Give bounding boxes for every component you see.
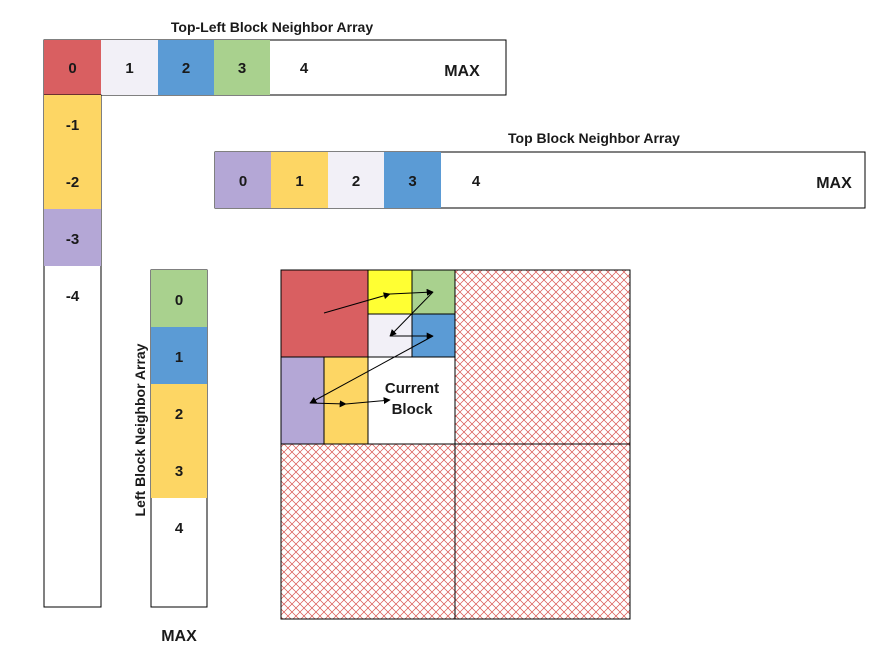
top-left-array-cell-2 [158, 40, 214, 95]
left-array-cell-label-3: 3 [175, 463, 183, 480]
left-array-cell-label-2: 2 [175, 406, 183, 423]
top-left-column-cell-2 [44, 209, 101, 266]
top-left-column-cell-label-2: -3 [66, 231, 79, 248]
top-left-column-cell-1 [44, 152, 101, 209]
left-array-title: Left Block Neighbor Array [132, 343, 148, 516]
top-array-max-label: MAX [816, 175, 852, 192]
left-array-cell-0 [151, 270, 207, 327]
top-left-array-title: Top-Left Block Neighbor Array [171, 19, 373, 35]
left-array-cell-label-0: 0 [175, 292, 183, 309]
left-array-cell-3 [151, 441, 207, 498]
top-left-column-cell-0 [44, 95, 101, 152]
top-array-cell-label-0: 0 [239, 173, 247, 190]
left-array-cell-1 [151, 327, 207, 384]
scan-arrow-2 [389, 288, 434, 296]
top-left-array-cell-label-4: 4 [300, 60, 309, 77]
top-left-array-cell-0 [44, 40, 101, 95]
red-block [280, 269, 369, 358]
top-left-array-cell-label-0: 0 [68, 60, 76, 77]
top-left-array-column: -1 -2 -3 -4 [43, 94, 102, 608]
top-array-cell-label-3: 3 [408, 173, 416, 190]
bright-yellow-block [367, 269, 413, 315]
left-array-max-label: MAX [161, 628, 197, 645]
scan-arrow-7 [345, 397, 391, 405]
top-left-column-cell-label-0: -1 [66, 117, 79, 134]
scan-arrow-3 [389, 291, 434, 337]
top-array-cell-label-1: 1 [295, 173, 303, 190]
top-array-cell-3 [384, 152, 441, 208]
top-left-array-row: 0 1 2 3 4 MAX [43, 39, 507, 96]
top-array-cell-label-4: 4 [472, 173, 481, 190]
yellow-block [323, 356, 369, 445]
top-array-row: 0 1 2 3 4 MAX [214, 151, 866, 209]
current-block-label-line2: Block [392, 401, 434, 418]
top-array-cell-2 [328, 152, 384, 208]
top-left-array-cell-3 [214, 40, 270, 95]
scan-arrow-1 [323, 292, 391, 314]
top-left-array-cell-label-2: 2 [182, 60, 190, 77]
scan-arrow-6 [309, 400, 347, 408]
left-array-column: 0 1 2 3 4 [150, 269, 208, 608]
top-left-array-cell-1 [101, 40, 158, 95]
left-array-cell-2 [151, 384, 207, 441]
top-left-array-cell-label-3: 3 [238, 60, 246, 77]
top-array-cell-0 [215, 152, 271, 208]
top-left-column-cell-label-1: -2 [66, 174, 79, 191]
top-array-cell-1 [271, 152, 328, 208]
block-partition: Current Block [280, 269, 631, 620]
top-array-cell-label-2: 2 [352, 173, 360, 190]
scan-arrow-5 [309, 335, 434, 404]
current-block-label-line1: Current [385, 380, 439, 397]
left-array-cell-label-4: 4 [175, 520, 184, 537]
top-left-array-cell-label-1: 1 [125, 60, 133, 77]
top-array-title: Top Block Neighbor Array [508, 130, 680, 146]
purple-block [280, 356, 325, 445]
top-left-column-cell-label-3: -4 [66, 288, 80, 305]
left-array-cell-label-1: 1 [175, 349, 183, 366]
top-left-array-max-label: MAX [444, 63, 480, 80]
